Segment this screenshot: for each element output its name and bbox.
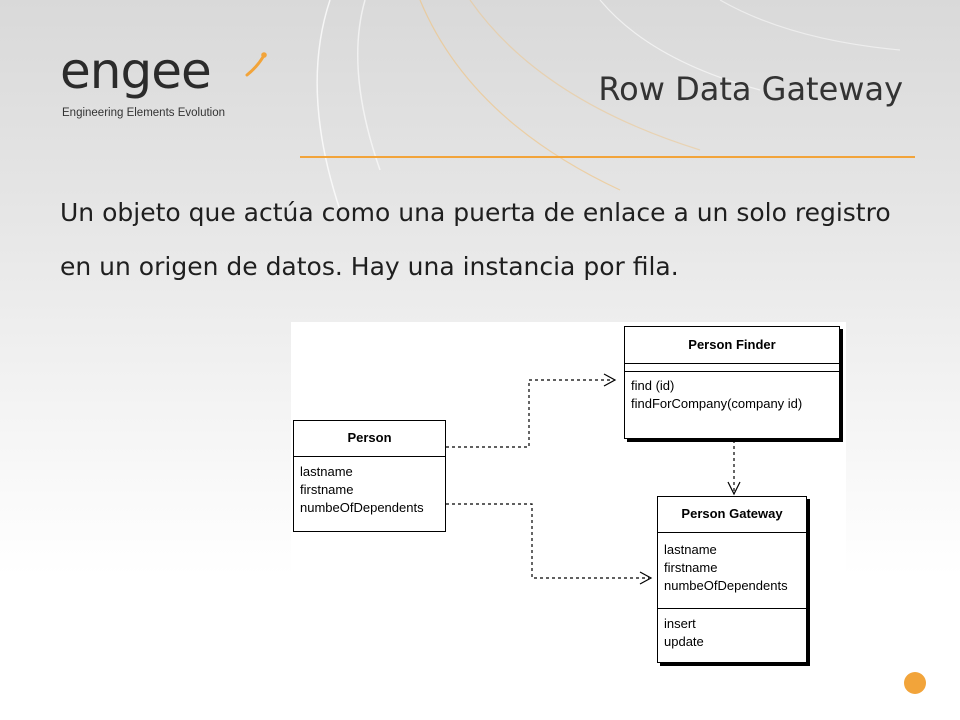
class-name-person: Person xyxy=(294,421,445,457)
diagram-connectors xyxy=(446,373,741,585)
slide-title: Row Data Gateway xyxy=(598,70,903,108)
attribute: numbeOfDependents xyxy=(664,578,788,593)
class-name-person-gateway: Person Gateway xyxy=(658,497,806,533)
connector-person-to-finder xyxy=(446,379,613,448)
attribute: firstname xyxy=(664,560,718,575)
slide-indicator-dot xyxy=(904,672,926,694)
arrowhead-finder-icon xyxy=(603,373,617,387)
decorative-arcs xyxy=(419,0,701,191)
operation: insert xyxy=(664,616,696,631)
brand-name: engee xyxy=(60,42,212,100)
attribute: numbeOfDependents xyxy=(300,500,424,515)
class-operations-person-gateway: insert update xyxy=(658,609,806,655)
uml-diagram: Person lastname firstname numbeOfDepende… xyxy=(291,322,846,697)
class-name-person-finder: Person Finder xyxy=(625,327,839,364)
class-attributes-person-gateway: lastname firstname numbeOfDependents xyxy=(658,533,806,609)
attribute: lastname xyxy=(300,464,353,479)
brand-tagline: Engineering Elements Evolution xyxy=(62,107,226,119)
class-attributes-person-finder xyxy=(625,364,839,372)
arrowhead-gateway-icon xyxy=(639,571,653,585)
uml-class-person: Person lastname firstname numbeOfDepende… xyxy=(293,420,446,532)
brand-mark-icon xyxy=(245,52,267,77)
slide-body-text: Un objeto que actúa como una puerta de e… xyxy=(60,198,891,281)
attribute: firstname xyxy=(300,482,354,497)
class-attributes-person: lastname firstname numbeOfDependents xyxy=(294,457,445,521)
operation: update xyxy=(664,634,704,649)
uml-class-person-gateway: Person Gateway lastname firstname numbeO… xyxy=(657,496,807,663)
uml-class-person-finder: Person Finder find (id) findForCompany(c… xyxy=(624,326,840,439)
operation: find (id) xyxy=(631,378,675,393)
connector-person-to-gateway xyxy=(446,503,649,579)
title-divider xyxy=(300,156,915,158)
arrowhead-gateway-down-icon xyxy=(727,481,741,496)
operation: findForCompany(company id) xyxy=(631,396,803,411)
attribute: lastname xyxy=(664,542,717,557)
brand-logo: engee Engineering Elements Evolution xyxy=(60,42,267,125)
class-operations-person-finder: find (id) findForCompany(company id) xyxy=(625,372,839,417)
